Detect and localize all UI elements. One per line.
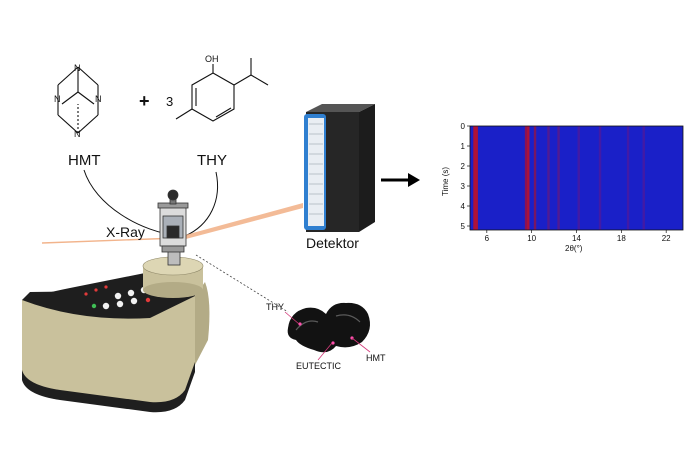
coefficient: 3	[166, 94, 173, 109]
hmt-structure	[57, 66, 99, 134]
detector-label: Detektor	[306, 235, 359, 251]
heatmap-peak-stripe	[533, 126, 537, 230]
heatmap-peak-stripe	[598, 126, 602, 230]
xray-beam-incident	[41, 237, 179, 244]
diffractometer-base	[22, 256, 210, 413]
heatmap-y-tick-label: 2	[461, 162, 466, 171]
heatmap-y-tick-label: 4	[461, 202, 466, 211]
heatmap-x-ticks: 6 10 14 18 22	[485, 230, 671, 243]
heatmap-y-tick-label: 0	[461, 122, 466, 131]
thymol-structure	[175, 58, 269, 122]
heatmap-y-axis-label: Time (s)	[441, 167, 450, 196]
thy-sample-pointer	[284, 311, 300, 325]
detector	[304, 104, 375, 232]
heatmap-peak-stripe	[642, 126, 645, 230]
sample-micrograph	[287, 302, 370, 353]
sample-holder	[157, 189, 189, 266]
eutectic-sample-pointer	[317, 342, 333, 361]
arrow-right-icon	[381, 173, 420, 187]
heatmap-x-tick-label: 6	[485, 234, 490, 243]
hmt-atom-n3: N	[95, 94, 102, 104]
heatmap-peak-stripe	[524, 126, 528, 230]
heatmap-x-tick-label: 10	[527, 234, 536, 243]
heatmap-x-tick-label: 14	[572, 234, 581, 243]
heatmap-peak-stripe	[577, 126, 580, 230]
heatmap-peak-stripe	[473, 126, 476, 230]
sample-thy-label: THY	[266, 302, 284, 312]
heatmap-y-tick-label: 5	[461, 222, 466, 231]
heatmap-peak-stripe	[527, 126, 530, 230]
plus-sign: +	[139, 91, 150, 111]
hmt-sample-pointer	[351, 337, 371, 353]
thy-label: THY	[197, 152, 227, 169]
heatmap-plot-area	[470, 126, 683, 230]
heatmap-x-tick-label: 22	[662, 234, 671, 243]
heatmap-peak-stripe	[475, 126, 478, 230]
xray-label: X-Ray	[106, 224, 145, 240]
thymol-oh: OH	[205, 54, 219, 64]
heatmap-y-tick-label: 3	[461, 182, 466, 191]
hmt-atom-n2: N	[54, 94, 61, 104]
xray-beam-diffracted	[178, 203, 303, 240]
heatmap-chart: 6 10 14 18 22 0 1 2 3 4 5 2θ(°) Time (s)	[441, 122, 684, 253]
heatmap-x-axis-label: 2θ(°)	[565, 244, 583, 253]
sample-eutectic-label: EUTECTIC	[296, 361, 342, 371]
heatmap-peak-stripe	[547, 126, 550, 230]
heatmap-y-tick-label: 1	[461, 142, 466, 151]
thy-connector-line	[184, 171, 218, 237]
heatmap-peak-stripe	[557, 126, 560, 230]
hmt-label: HMT	[68, 152, 101, 169]
sample-hmt-label: HMT	[366, 353, 386, 363]
heatmap-y-ticks: 0 1 2 3 4 5	[461, 122, 470, 231]
hmt-atom-n4: N	[74, 129, 81, 139]
heatmap-peaks	[473, 126, 645, 230]
hmt-atom-n1: N	[74, 63, 81, 73]
heatmap-x-tick-label: 18	[617, 234, 626, 243]
heatmap-peak-stripe	[626, 126, 630, 230]
